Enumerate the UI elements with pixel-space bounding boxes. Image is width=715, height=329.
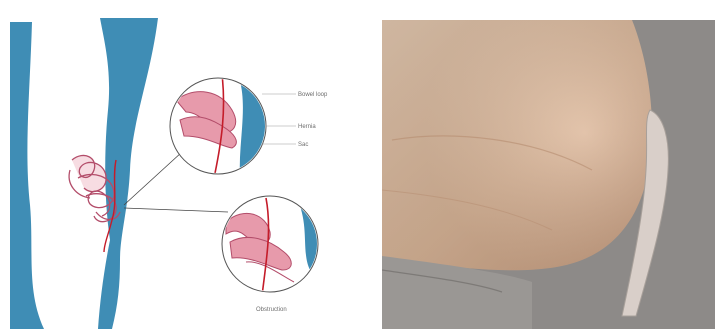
callout-label-3: Sac — [298, 142, 308, 148]
callout-label-2: Hernia — [298, 124, 316, 130]
photo-drawing — [382, 20, 715, 329]
callout-label-1: Bowel loop — [298, 92, 328, 98]
zoom-circle-upper — [170, 70, 272, 178]
hernia-illustration: Bowel loop Hernia Sac Obstruction — [0, 0, 372, 329]
zoom-circle-lower — [222, 190, 330, 300]
callout-label-bottom: Obstruction — [256, 307, 287, 313]
hernia-diagram: Bowel loop Hernia Sac Obstruction — [0, 0, 372, 329]
abdominal-wall — [98, 18, 158, 329]
hernia-photo — [382, 20, 715, 329]
posterior-wall — [10, 22, 44, 329]
